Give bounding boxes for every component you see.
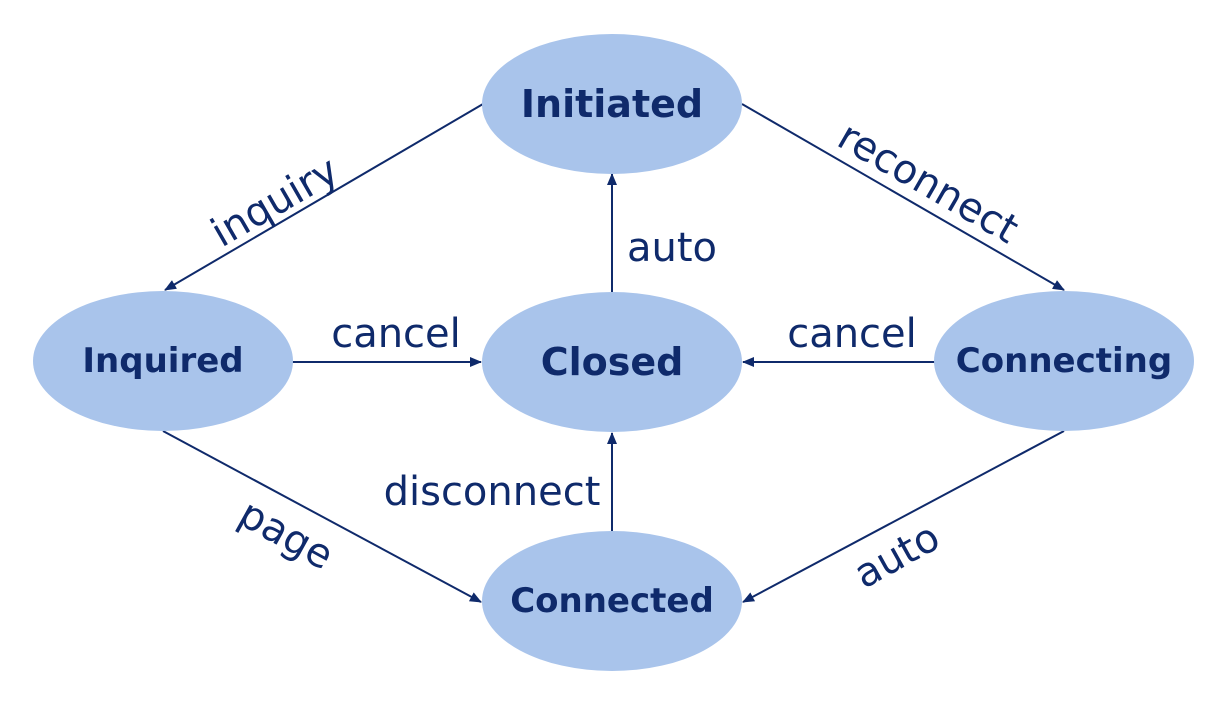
state-connecting-ellipse xyxy=(934,291,1194,431)
edge-connecting-to-connected xyxy=(742,430,1065,603)
edge-label-closed-auto: auto xyxy=(627,225,717,271)
edge-label-inquiry: inquiry xyxy=(204,147,347,256)
edge-label-disconnect: disconnect xyxy=(384,469,601,515)
edge-initiated-to-inquired xyxy=(164,103,484,291)
state-initiated: Initiated xyxy=(482,34,742,174)
edge-label-connecting-cancel: cancel xyxy=(787,311,917,357)
state-connected-ellipse xyxy=(482,531,742,671)
state-inquired: Inquired xyxy=(33,291,293,431)
edge-inquired-to-connected xyxy=(162,430,482,603)
state-inquired-label: Inquired xyxy=(82,341,243,381)
state-connected: Connected xyxy=(482,531,742,671)
edge-label-page: page xyxy=(231,491,341,580)
state-closed-ellipse xyxy=(482,292,742,432)
edge-label-connecting-auto: auto xyxy=(846,514,947,598)
state-connected-label: Connected xyxy=(510,581,714,621)
state-connecting-label: Connecting xyxy=(956,341,1172,381)
state-closed: Closed xyxy=(482,292,742,432)
state-closed-label: Closed xyxy=(541,340,684,384)
edge-initiated-to-connecting xyxy=(741,103,1065,291)
state-connecting: Connecting xyxy=(934,291,1194,431)
state-initiated-label: Initiated xyxy=(521,82,703,126)
state-inquired-ellipse xyxy=(33,291,293,431)
edge-label-reconnect: reconnect xyxy=(830,113,1026,253)
edges xyxy=(162,103,1065,603)
edge-label-inquired-cancel: cancel xyxy=(331,311,461,357)
state-initiated-ellipse xyxy=(482,34,742,174)
